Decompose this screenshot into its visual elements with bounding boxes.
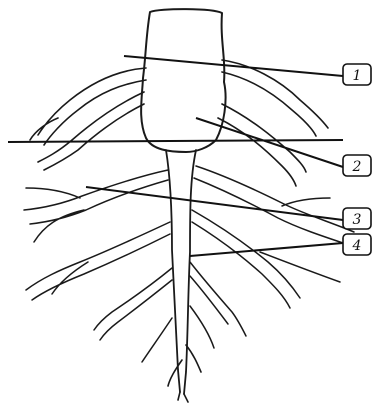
lateral-root-right-3 <box>190 262 246 348</box>
label-1: 1 <box>343 64 371 85</box>
label-2: 2 <box>343 155 371 176</box>
lateral-root-left-3 <box>94 268 172 362</box>
leader-line-2a <box>196 118 343 167</box>
leader-line-3 <box>86 187 343 220</box>
svg-text:2: 2 <box>352 159 362 175</box>
label-3: 3 <box>343 208 371 229</box>
leader-line-2b <box>8 140 343 142</box>
lateral-root-left-1 <box>24 170 168 242</box>
upper-lateral-root-right <box>222 60 328 136</box>
label-4: 4 <box>343 234 371 255</box>
taproot <box>166 150 196 394</box>
lateral-root-right-1 <box>194 166 354 244</box>
taproot-tip <box>168 345 201 402</box>
upper-lateral-root-left <box>30 68 146 145</box>
leader-line-1 <box>124 56 343 76</box>
svg-text:1: 1 <box>353 68 362 84</box>
lateral-root-right-2 <box>192 210 340 308</box>
svg-text:3: 3 <box>353 212 362 228</box>
upper-lateral-root-right-2 <box>218 104 306 186</box>
lateral-root-left-2 <box>26 222 170 300</box>
svg-text:4: 4 <box>352 238 362 254</box>
stem <box>141 9 225 152</box>
